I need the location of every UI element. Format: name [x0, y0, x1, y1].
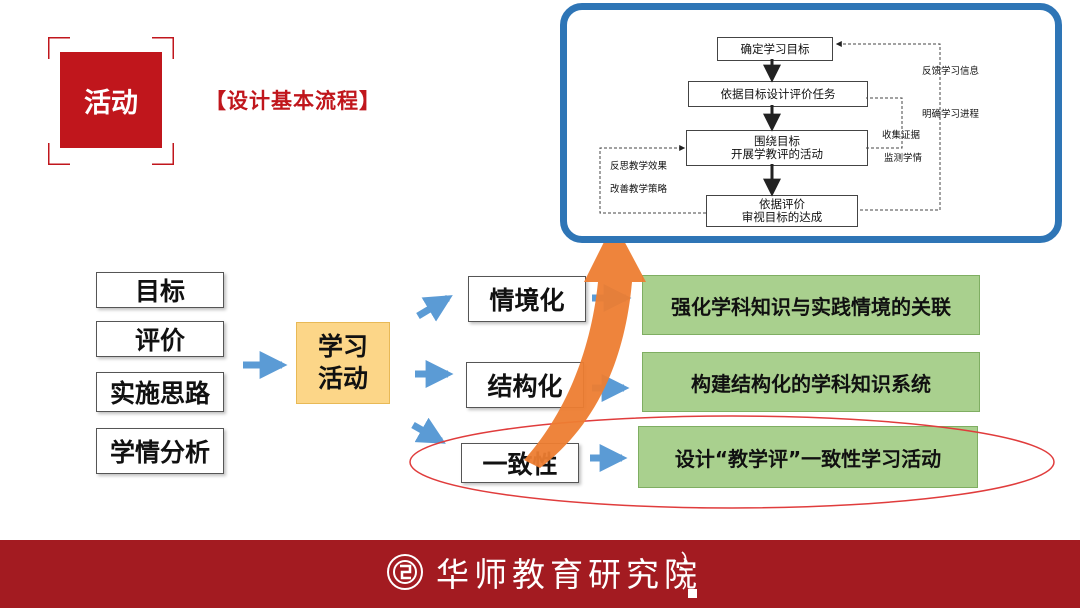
left-item-goal: 目标	[96, 272, 224, 308]
flowchart-lines	[599, 41, 941, 214]
flow-box-task: 依据目标设计评价任务	[688, 81, 868, 107]
flow-box-review-line2: 审视目标的达成	[741, 210, 823, 224]
footer-bar	[0, 540, 1080, 608]
calligraphy-seal	[676, 549, 698, 599]
institute-name: 华师教育研究院	[436, 555, 702, 594]
flow-label-collect: 收集证据	[882, 130, 921, 141]
green-item-consistent-activity: 设计“教学评”一致性学习活动	[638, 426, 978, 488]
page-subtitle: 【设计基本流程】	[205, 89, 381, 113]
arrow-to-consistency	[411, 417, 446, 445]
flow-box-review-line1: 依据评价	[759, 197, 805, 211]
flow-box-goal: 确定学习目标	[717, 37, 833, 61]
middle-item-structuring: 结构化	[466, 362, 584, 408]
learning-activity-line2: 活动	[317, 364, 368, 393]
institute-logo-icon	[387, 554, 423, 590]
flow-box-activity-line2: 开展学教评的活动	[731, 147, 823, 161]
flow-box-goal-text: 确定学习目标	[740, 41, 810, 56]
flow-label-clarify: 明确学习进程	[922, 109, 980, 120]
flow-label-feedback: 反馈学习信息	[922, 66, 980, 77]
green-item-knowledge-system: 构建结构化的学科知识系统	[642, 352, 980, 412]
diagram-connectors	[243, 222, 1055, 509]
learning-activity-box: 学习 活动	[296, 322, 390, 404]
highlight-ellipse	[409, 415, 1055, 509]
flow-box-review: 依据评价 审视目标的达成	[706, 195, 858, 227]
left-item-approach: 实施思路	[96, 372, 224, 412]
left-item-evaluation: 评价	[96, 321, 224, 357]
learning-activity-line1: 学习	[317, 332, 368, 361]
flow-box-task-text: 依据目标设计评价任务	[720, 86, 836, 101]
flow-box-activity: 围绕目标 开展学教评的活动	[686, 130, 868, 166]
green-item-context-link: 强化学科知识与实践情境的关联	[642, 275, 980, 335]
flow-label-monitor: 监测学情	[884, 153, 923, 164]
flow-label-reflect: 反思教学效果	[610, 161, 668, 172]
orange-curved-arrow	[524, 222, 646, 468]
middle-item-contextualization: 情境化	[468, 276, 586, 322]
left-item-learner-analysis: 学情分析	[96, 428, 224, 474]
seal-signature-icon	[679, 551, 697, 598]
arrow-to-contextualization	[416, 294, 453, 322]
flow-box-activity-line1: 围绕目标	[754, 134, 800, 148]
flow-label-improve: 改善教学策略	[610, 184, 668, 195]
activity-badge: 活动	[60, 52, 162, 148]
